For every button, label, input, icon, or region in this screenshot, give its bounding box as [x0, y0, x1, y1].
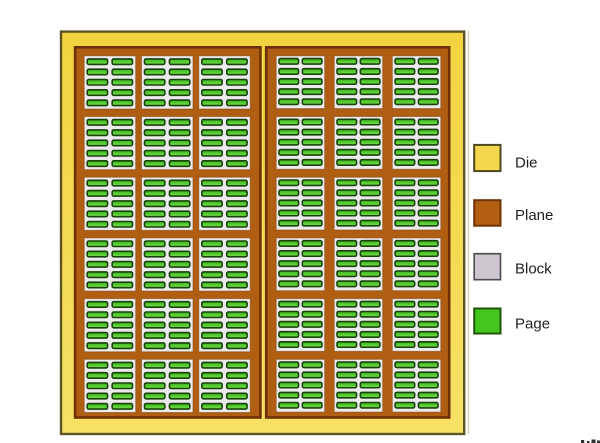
svg-text:Plane: Plane: [515, 207, 553, 224]
svg-text:Page: Page: [515, 315, 550, 332]
svg-text:Block: Block: [515, 260, 552, 277]
svg-text:Die: Die: [515, 154, 538, 171]
